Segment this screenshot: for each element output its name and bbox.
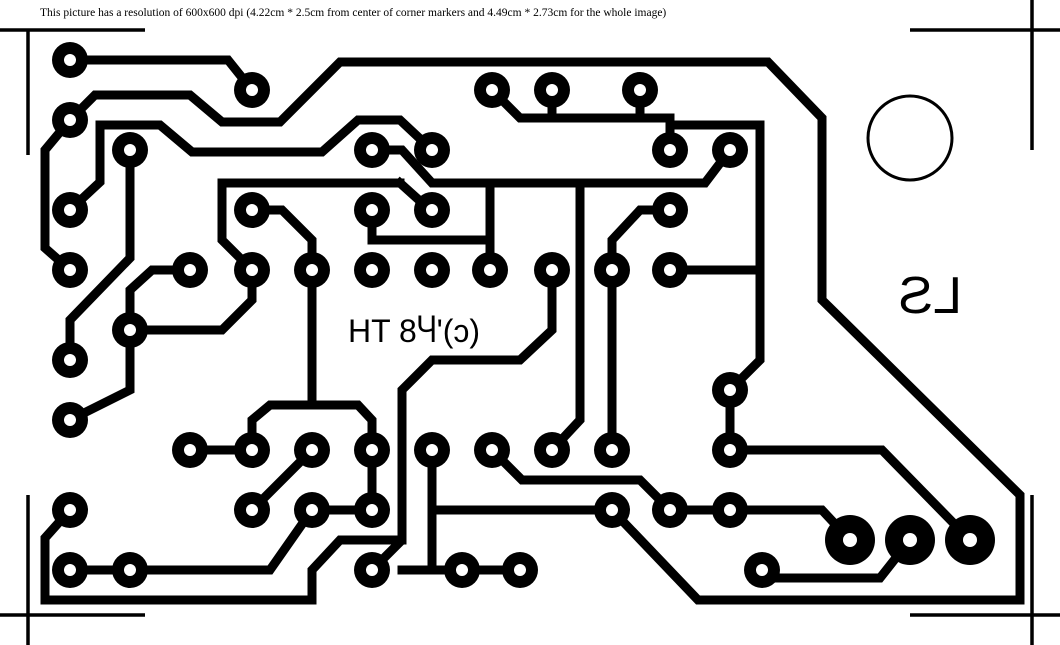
pad-hole	[903, 533, 917, 547]
pad-hole	[306, 444, 318, 456]
pad-hole	[724, 504, 736, 516]
pad-hole	[124, 564, 136, 576]
pad-hole	[366, 564, 378, 576]
trace	[63, 115, 439, 217]
trace	[65, 503, 319, 575]
pad-hole	[64, 114, 76, 126]
pad-hole	[64, 354, 76, 366]
pad-hole	[64, 564, 76, 576]
trace	[725, 385, 977, 547]
trace	[65, 55, 259, 97]
copper-label: HT 8Ⴗ'(ɔ)	[348, 313, 480, 349]
pad-hole	[184, 444, 196, 456]
pad-hole	[843, 533, 857, 547]
pad-hole	[124, 324, 136, 336]
trace	[217, 178, 405, 277]
pad-hole	[64, 204, 76, 216]
pad-hole	[184, 264, 196, 276]
pad-hole	[366, 264, 378, 276]
trace	[40, 503, 407, 605]
pad-hole	[456, 564, 468, 576]
pad-hole	[246, 444, 258, 456]
pad-hole	[64, 414, 76, 426]
pad-hole	[606, 444, 618, 456]
pad-hole	[724, 444, 736, 456]
trace	[485, 443, 677, 517]
pad-hole	[246, 504, 258, 516]
pad-hole	[426, 204, 438, 216]
pad-hole	[366, 144, 378, 156]
pad-hole	[426, 144, 438, 156]
pad-hole	[484, 264, 496, 276]
mounting-hole	[866, 94, 954, 182]
pad-hole	[724, 144, 736, 156]
pad-hole	[366, 204, 378, 216]
trace	[665, 120, 765, 397]
resolution-caption: This picture has a resolution of 600x600…	[40, 7, 667, 19]
pad-hole	[756, 564, 768, 576]
pad-hole	[546, 444, 558, 456]
pad-hole	[366, 444, 378, 456]
pad-hole	[546, 264, 558, 276]
pad-hole	[306, 264, 318, 276]
trace	[63, 265, 195, 427]
pad-hole	[486, 444, 498, 456]
pad-hole	[366, 504, 378, 516]
trace	[665, 505, 857, 547]
pad-hole	[546, 84, 558, 96]
pad-hole	[426, 264, 438, 276]
pad-hole	[64, 504, 76, 516]
trace	[367, 143, 737, 188]
pad-hole	[124, 144, 136, 156]
pad-hole	[306, 504, 318, 516]
trace	[247, 205, 317, 405]
component-pads	[52, 42, 995, 588]
trace	[65, 145, 135, 365]
pad-hole	[664, 144, 676, 156]
pad-hole	[606, 504, 618, 516]
pad-hole	[664, 204, 676, 216]
trace	[63, 57, 1025, 605]
pad-hole	[246, 204, 258, 216]
pad-hole	[426, 444, 438, 456]
pad-hole	[514, 564, 526, 576]
pad-hole	[724, 384, 736, 396]
pad-hole	[963, 533, 977, 547]
pad-hole	[64, 54, 76, 66]
pad-hole	[246, 264, 258, 276]
pad-hole	[606, 264, 618, 276]
pad-hole	[664, 504, 676, 516]
pad-hole	[64, 264, 76, 276]
board-id-label: LS	[898, 267, 962, 325]
pad-hole	[634, 84, 646, 96]
trace	[607, 205, 675, 455]
pad-hole	[664, 264, 676, 276]
pad-hole	[486, 84, 498, 96]
pad-hole	[246, 84, 258, 96]
